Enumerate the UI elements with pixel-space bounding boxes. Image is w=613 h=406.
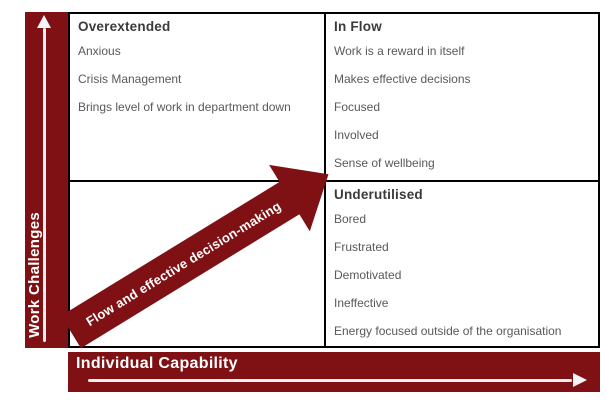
up-arrow-icon (43, 28, 46, 342)
quadrant-item: Focused (334, 100, 381, 114)
up-arrowhead-icon (37, 15, 51, 28)
y-axis-label: Work Challenges (26, 212, 43, 338)
quadrant-title: Underutilised (334, 187, 423, 202)
quadrant-item: Crisis Management (78, 72, 182, 86)
quadrant-item: Sense of wellbeing (334, 156, 435, 170)
x-axis-label: Individual Capability (76, 355, 238, 372)
right-arrow-icon (88, 379, 572, 382)
x-axis-bar: Individual Capability (68, 352, 600, 392)
quadrant-underutilised: Underutilised Bored Frustrated Demotivat… (326, 182, 598, 346)
quadrant-item: Makes effective decisions (334, 72, 471, 86)
quadrant-item: Energy focused outside of the organisati… (334, 324, 562, 338)
quadrant-item: Bored (334, 212, 367, 226)
horizontal-divider (70, 180, 598, 182)
quadrant-title: Overextended (78, 19, 171, 34)
quadrant-item: Demotivated (334, 268, 402, 282)
quadrant-item: Anxious (78, 44, 121, 58)
quadrant-in-flow: In Flow Work is a reward in itself Makes… (326, 14, 598, 180)
quadrant-title: In Flow (334, 19, 382, 34)
quadrant-item: Ineffective (334, 296, 389, 310)
quadrant-item: Brings level of work in department down (78, 100, 291, 114)
quadrant-item: Frustrated (334, 240, 389, 254)
quadrant-item: Involved (334, 128, 379, 142)
y-axis-bar: Work Challenges (25, 12, 68, 348)
right-arrowhead-icon (573, 373, 587, 387)
quadrant-item: Work is a reward in itself (334, 44, 465, 58)
quadrant-overextended: Overextended Anxious Crisis Management B… (70, 14, 324, 180)
